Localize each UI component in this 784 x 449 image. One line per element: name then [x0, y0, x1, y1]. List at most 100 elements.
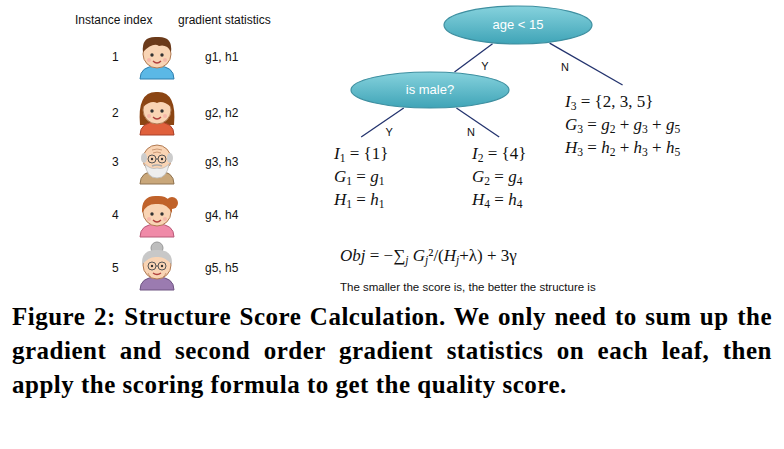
math-power: ² — [428, 246, 433, 265]
ellipse-outline — [351, 72, 509, 108]
math-subscript: 2 — [610, 123, 616, 136]
math-text: = {4} — [483, 144, 526, 163]
math-variable: I — [472, 144, 478, 163]
girl-icon-part — [160, 212, 163, 215]
math-variable: H — [444, 246, 456, 265]
math-text: + — [648, 115, 666, 134]
old-man-icon — [140, 145, 174, 184]
node-text: G2 = g4 — [472, 165, 526, 188]
old-woman-icon-part — [148, 262, 156, 270]
tree-branch — [454, 44, 492, 72]
math-subscript: 2 — [478, 152, 484, 165]
math-subscript: 1 — [346, 198, 352, 211]
girl-icon-part — [142, 196, 172, 213]
math-variable: h — [634, 138, 643, 157]
column-heading: gradient statistics — [178, 13, 271, 27]
instance-index: 5 — [112, 261, 119, 275]
old-man-icon-part — [152, 165, 162, 166]
node-text: G3 = g2 + g3 + g5 — [565, 113, 680, 136]
gradient-stat: g5, h5 — [205, 261, 238, 275]
instance-index: 3 — [112, 155, 119, 169]
old-man-icon-part — [151, 158, 153, 160]
math-subscript: 5 — [674, 146, 680, 159]
girl-icon-part — [147, 114, 151, 118]
math-subscript: 3 — [577, 146, 583, 159]
math-text: + — [615, 115, 633, 134]
instance-index: 2 — [112, 106, 119, 120]
math-subscript: 5 — [674, 123, 680, 136]
math-text: + — [648, 138, 666, 157]
tree-branch — [550, 43, 623, 85]
math-subscript: 1 — [379, 198, 385, 211]
old-woman-icon-part — [153, 273, 161, 275]
math-subscript: 4 — [517, 198, 523, 211]
old-man-icon-part — [141, 153, 147, 163]
math-variable: H — [565, 138, 577, 157]
node-text: age < 15 — [493, 17, 544, 33]
node-text: H3 = h2 + h3 + h5 — [565, 136, 680, 159]
old-man-icon-part — [161, 158, 163, 160]
leaf-text: I2 = {4}G2 = g4H4 = h4 — [468, 140, 530, 213]
math-variable: I — [565, 92, 571, 111]
math-subscript: 2 — [610, 146, 616, 159]
math-subscript: 3 — [642, 146, 648, 159]
figure-caption: Figure 2: Structure Score Calculation. W… — [12, 300, 772, 402]
girl-icon-part — [160, 109, 163, 112]
math-variable: h — [370, 190, 379, 209]
girl-icon-part — [153, 117, 161, 119]
math-text: /( — [433, 246, 443, 265]
old-man-icon-part — [156, 159, 158, 160]
column-heading: Instance index — [75, 13, 152, 27]
math-variable: Obj — [340, 246, 366, 265]
old-man-icon-part — [152, 149, 162, 150]
node-text: I1 = {1} — [334, 142, 388, 165]
math-variable: g — [508, 167, 517, 186]
girl-icon-part — [147, 217, 151, 221]
math-variable: H — [472, 190, 484, 209]
math-variable: G — [413, 246, 425, 265]
math-subscript: j — [425, 254, 428, 267]
instance-index: 1 — [112, 50, 119, 64]
math-variable: g — [601, 115, 610, 134]
old-woman-icon — [140, 242, 174, 290]
math-text: = {2, 3, 5} — [576, 92, 653, 111]
math-text: = — [490, 167, 508, 186]
math-subscript: 1 — [379, 175, 385, 188]
math-variable: h — [666, 138, 675, 157]
math-variable: H — [334, 190, 346, 209]
old-woman-icon-part — [158, 262, 166, 270]
girl-icon-part — [150, 109, 153, 112]
math-variable: G — [472, 167, 484, 186]
math-text: = — [352, 167, 370, 186]
math-symbol: ∑ — [393, 246, 405, 265]
branch-label: N — [465, 126, 477, 139]
math-text: = {1} — [345, 144, 388, 163]
math-variable: g — [634, 115, 643, 134]
old-woman-icon-part — [161, 265, 163, 267]
ellipse-outline — [444, 6, 592, 44]
math-subscript: 3 — [571, 100, 577, 113]
leaf-text: I3 = {2, 3, 5}G3 = g2 + g3 + g5H3 = h2 +… — [561, 88, 684, 161]
decision-ellipse: is male? — [350, 71, 510, 109]
math-text: = − — [366, 246, 394, 265]
note-text: The smaller the score is, the better the… — [340, 280, 596, 294]
math-subscript: 3 — [577, 123, 583, 136]
node-text: G1 = g1 — [334, 165, 388, 188]
old-woman-icon-part — [148, 273, 151, 277]
node-text: I3 = {2, 3, 5} — [565, 90, 680, 113]
math-variable: h — [601, 138, 610, 157]
math-subscript: 4 — [484, 198, 490, 211]
old-woman-icon-part — [163, 273, 166, 277]
gradient-stat: g3, h3 — [205, 155, 238, 169]
objective-formula: Obj = −∑j Gj²/(Hj+λ) + 3γ — [340, 245, 517, 267]
math-variable: g — [666, 115, 675, 134]
boy-icon-part — [147, 58, 151, 62]
math-variable: G — [334, 167, 346, 186]
boy-icon-part — [143, 37, 171, 52]
instance-index: 4 — [112, 208, 119, 222]
math-text: = — [352, 190, 370, 209]
math-subscript: j — [456, 254, 459, 267]
girl-icon-part — [150, 212, 153, 215]
old-woman-icon-part — [142, 250, 172, 265]
